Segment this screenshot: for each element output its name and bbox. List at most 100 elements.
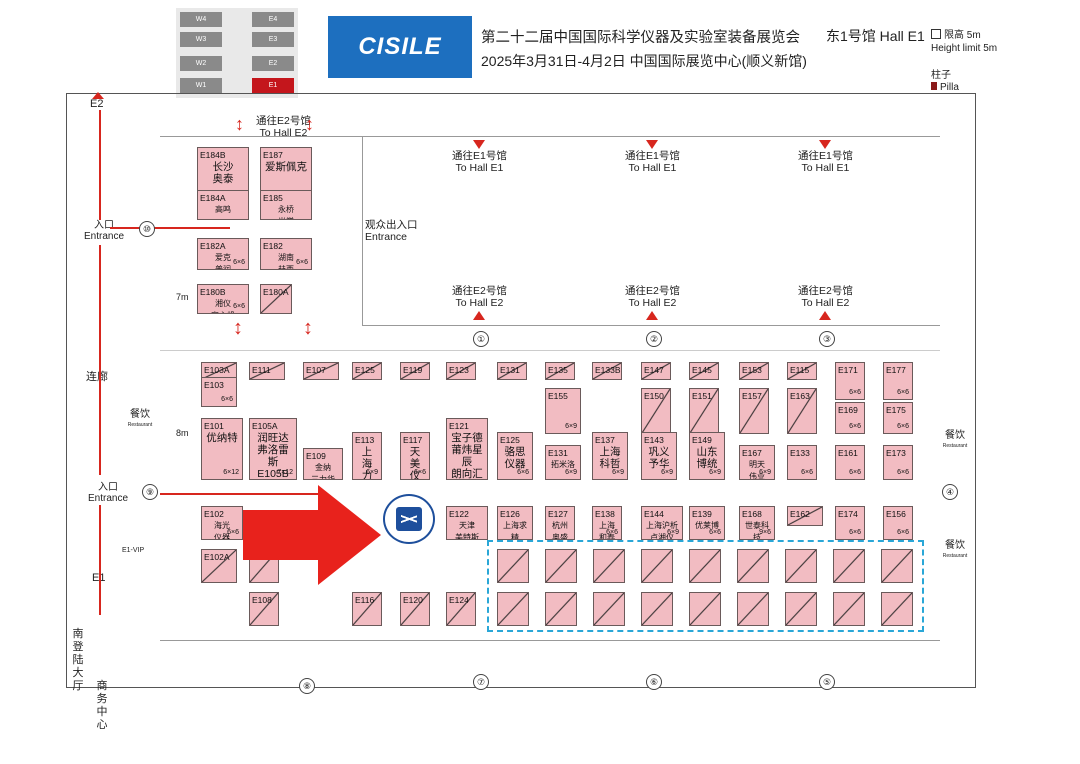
small-booth[interactable] (689, 549, 721, 583)
booth-e115[interactable]: E115 (787, 362, 817, 380)
booth-size: 6×12 (223, 469, 239, 476)
small-booth[interactable] (833, 549, 865, 583)
south-hall-label: 南登陆大厅 (72, 628, 84, 692)
gate-7: ⑦ (473, 674, 489, 690)
booth-e147[interactable]: E147 (641, 362, 671, 380)
exhibition-title: 第二十二届中国国际科学仪器及实验室装备展览会 (481, 30, 800, 46)
booth-e103a[interactable]: E103A (201, 362, 237, 380)
booth-e107[interactable]: E107 (303, 362, 339, 380)
booth-e120[interactable]: E120 (400, 592, 430, 626)
booth-e123[interactable]: E123 (446, 362, 476, 380)
small-booth[interactable] (833, 592, 865, 626)
small-booth[interactable] (785, 592, 817, 626)
vip-room: E1-VIP (122, 547, 145, 554)
booth-e150[interactable]: E150 (641, 388, 671, 434)
to-hall-e1-c: 通往E1号馆 To Hall E1 (798, 150, 853, 174)
small-booth[interactable] (881, 592, 913, 626)
small-booth[interactable] (641, 549, 673, 583)
booth-e180a[interactable]: E180A (260, 284, 292, 314)
small-booth[interactable] (785, 549, 817, 583)
booth-size: 6×6 (897, 469, 909, 476)
booth-id: E133 (790, 448, 810, 458)
booth-e116[interactable]: E116 (352, 592, 382, 626)
small-booth[interactable] (689, 592, 721, 626)
booth-size: 6×9 (667, 529, 679, 536)
booth-e133b[interactable]: E133B (592, 362, 622, 380)
minimap-w3: W3 (180, 32, 222, 47)
booth-e163[interactable]: E163 (787, 388, 817, 434)
small-booth[interactable] (737, 592, 769, 626)
small-booth[interactable] (497, 549, 529, 583)
booth-size: 6×6 (233, 259, 245, 266)
small-booth[interactable] (497, 592, 529, 626)
small-booth[interactable] (593, 592, 625, 626)
small-booth[interactable] (545, 549, 577, 583)
small-booth[interactable] (545, 592, 577, 626)
booth-e153[interactable]: E153 (739, 362, 769, 380)
booth-e157[interactable]: E157 (739, 388, 769, 434)
small-booth[interactable] (641, 592, 673, 626)
booth-exhibitor-name: 优纳特 (206, 432, 238, 444)
booth-e124[interactable]: E124 (446, 592, 476, 626)
booth-e162[interactable]: E162 (787, 506, 823, 526)
booth-e145[interactable]: E145 (689, 362, 719, 380)
booth-e151[interactable]: E151 (689, 388, 719, 434)
entrance-north-en: Entrance (84, 231, 125, 242)
exhibitor-location-marker[interactable] (383, 494, 435, 544)
small-booth[interactable] (881, 549, 913, 583)
booth-exhibitor-name: 金纳 三力华 (311, 463, 335, 480)
booth-e111[interactable]: E111 (249, 362, 285, 380)
booth-e119[interactable]: E119 (400, 362, 430, 380)
updown-arrow-icon: ↕ (233, 317, 243, 339)
booth-e131[interactable]: E131 (497, 362, 527, 380)
booth-e135[interactable]: E135 (545, 362, 575, 380)
booth-size: 6×6 (414, 469, 426, 476)
small-booth[interactable] (593, 549, 625, 583)
booth-e102a[interactable]: E102A (201, 549, 237, 583)
gate-8: ⑧ (299, 678, 315, 694)
inner-wall-bottom (160, 640, 940, 641)
red-path-line (99, 505, 101, 615)
booth-e108[interactable]: E108 (249, 592, 279, 626)
small-booth[interactable] (737, 549, 769, 583)
booth-size: 9×6 (759, 529, 771, 536)
booth-e125[interactable]: E125 (352, 362, 382, 380)
booth-size: 6×9 (759, 469, 771, 476)
